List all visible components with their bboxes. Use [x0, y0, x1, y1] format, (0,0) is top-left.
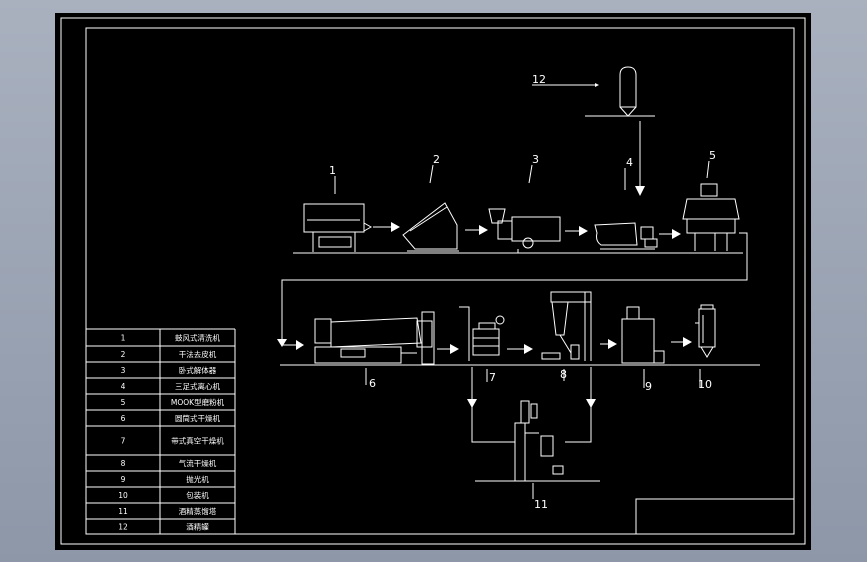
- legend-row-number: 1: [121, 334, 126, 343]
- legend-row-number: 10: [118, 491, 128, 500]
- machine-1-washer: [303, 203, 373, 252]
- callout-4: 4: [626, 156, 633, 169]
- legend-row-number: 5: [121, 398, 126, 407]
- legend-row-name: 气流干燥机: [179, 458, 217, 468]
- legend-row-name: 干法去皮机: [179, 349, 217, 359]
- callout-2: 2: [433, 153, 440, 166]
- machine-4-centrifuge: [594, 222, 658, 250]
- legend-row-name: 卧式解体器: [179, 365, 217, 375]
- legend-row-name: 鼓风式清洗机: [175, 333, 220, 343]
- machine-8-pneumatic-dryer: [541, 291, 592, 361]
- inner-frame: [85, 27, 795, 535]
- legend-row-number: 6: [121, 414, 126, 423]
- callout-8: 8: [560, 368, 567, 381]
- machine-9-polisher: [621, 306, 665, 364]
- machine-10-packer: [695, 304, 716, 358]
- vapor-line-8-to-11: [565, 367, 592, 443]
- machine-11-distillation-column: [475, 400, 600, 482]
- legend-row-name: 抛光机: [186, 474, 209, 484]
- legend-row-name: 带式真空干燥机: [171, 436, 224, 446]
- row1-arrows: [373, 121, 681, 239]
- machine-5-mill: [682, 183, 740, 251]
- callout-6: 6: [369, 377, 376, 390]
- callout-3: 3: [532, 153, 539, 166]
- legend-row-number: 4: [121, 382, 126, 391]
- callout-12: 12: [532, 73, 546, 86]
- legend-row-number: 3: [121, 366, 126, 375]
- callout-9: 9: [645, 380, 652, 393]
- legend-row-name: 酒精罐: [186, 522, 209, 532]
- machine-12-alcohol-tank: [532, 66, 655, 117]
- callout-5: 5: [709, 149, 716, 162]
- machine-2-peeler: [402, 202, 459, 252]
- callout-1: 1: [329, 164, 336, 177]
- machine-3-disintegrator: [488, 208, 561, 253]
- callout-11: 11: [534, 498, 548, 511]
- outer-frame: [60, 17, 806, 545]
- legend-row-number: 9: [121, 475, 126, 484]
- row2-arrows: [437, 337, 692, 354]
- process-flow-diagram: 1 2 3 4 5 6 7 8 9 10 11 12 1 鼓风式清洗机 2 干法去皮机…: [60, 17, 806, 545]
- legend-row-name: 圆筒式干燥机: [175, 413, 220, 423]
- legend-row-name: 包装机: [186, 490, 209, 500]
- legend-row-number: 12: [118, 523, 128, 532]
- legend-row-name: 三足式离心机: [175, 381, 220, 391]
- vapor-line-7-to-11: [471, 367, 515, 443]
- callout-10: 10: [698, 378, 712, 391]
- callout-leaders: [334, 160, 710, 499]
- legend-row-name: MOOK型磨粉机: [171, 397, 225, 407]
- legend-row-name: 酒精蒸馏塔: [179, 506, 217, 516]
- callout-7: 7: [489, 371, 496, 384]
- legend-row-number: 8: [121, 459, 126, 468]
- machine-7-belt-vacuum-dryer: [459, 306, 505, 361]
- legend-row-number: 2: [121, 350, 126, 359]
- legend-row-number: 7: [121, 437, 126, 446]
- legend-row-number: 11: [118, 507, 128, 516]
- transfer-line-5-to-6: [281, 232, 748, 343]
- machine-6-drum-dryer: [314, 311, 435, 365]
- title-block: [635, 498, 795, 535]
- legend-table: 1 鼓风式清洗机 2 干法去皮机 3 卧式解体器 4 三足式离心机 5 MOOK型磨粉机 6 圆筒式干…: [86, 328, 236, 535]
- drawing-sheet: 1 2 3 4 5 6 7 8 9 10 11 12 1 鼓风式清洗机 2 干法去皮机…: [55, 13, 811, 550]
